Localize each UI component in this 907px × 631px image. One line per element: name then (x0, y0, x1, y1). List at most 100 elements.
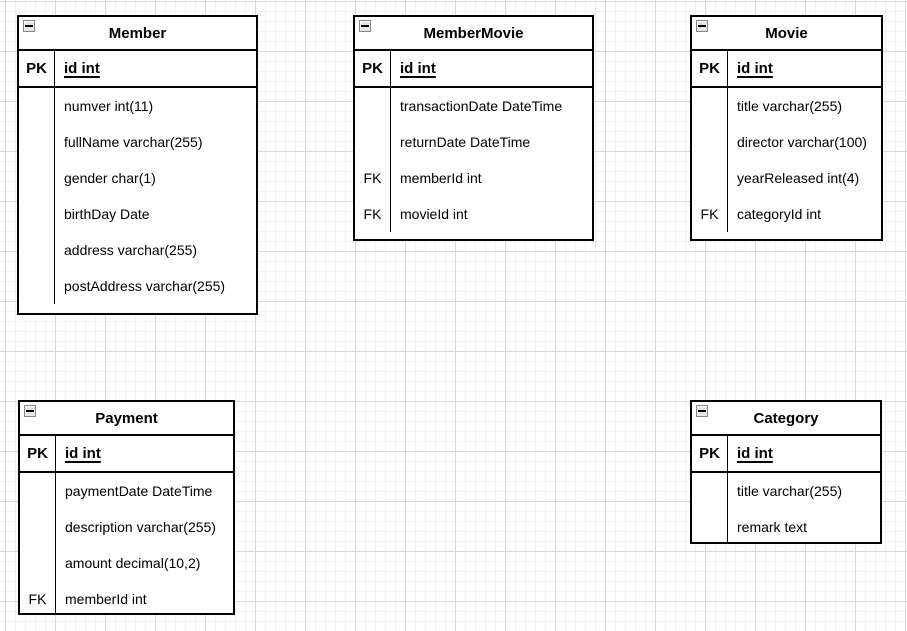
row-field-cell: id int (737, 445, 773, 462)
collapse-icon[interactable] (696, 20, 708, 32)
row-key-cell: PK (19, 51, 55, 86)
table-row-field[interactable]: FK memberId int (355, 160, 592, 196)
minus-glyph (698, 410, 706, 412)
row-field-cell: id int (400, 60, 436, 77)
row-key-cell (692, 124, 728, 160)
table-row-field[interactable]: FK memberId int (20, 581, 233, 613)
row-key-cell: PK (20, 436, 56, 471)
row-key-cell: FK (355, 196, 391, 232)
table-row-field[interactable]: title varchar(255) (692, 88, 881, 124)
row-field-cell: description varchar(255) (65, 519, 216, 535)
row-field-cell: title varchar(255) (737, 483, 843, 499)
table-row-field[interactable]: amount decimal(10,2) (20, 545, 233, 581)
table-row-pk[interactable]: PK id int (20, 436, 233, 473)
table-row-pk[interactable]: PK id int (692, 51, 881, 88)
row-field-cell: gender char(1) (64, 170, 156, 186)
row-field-cell: postAddress varchar(255) (64, 278, 226, 294)
table-row-field[interactable]: transactionDate DateTime (355, 88, 592, 124)
table-row-field[interactable]: paymentDate DateTime (20, 473, 233, 509)
table-row-field[interactable]: title varchar(255) (692, 473, 880, 509)
row-key-cell (692, 88, 728, 124)
row-key-cell (20, 473, 56, 509)
table-title: MemberMovie (423, 24, 524, 42)
table-row-field[interactable]: postAddress varchar(255) (19, 268, 256, 304)
row-field-cell: memberId int (65, 591, 147, 607)
table-row-field[interactable]: returnDate DateTime (355, 124, 592, 160)
row-field-cell: id int (737, 60, 773, 77)
row-key-cell (19, 196, 55, 232)
row-field-cell: memberId int (400, 170, 482, 186)
row-key-cell (19, 268, 55, 304)
row-field-cell: id int (64, 60, 100, 77)
minus-glyph (698, 25, 706, 27)
table-header[interactable]: Payment (20, 402, 233, 436)
table-title: Payment (95, 409, 158, 427)
table-row-pk[interactable]: PK id int (692, 436, 880, 473)
minus-glyph (25, 25, 33, 27)
row-field-cell: title varchar(255) (737, 98, 843, 114)
row-key-cell (692, 473, 728, 509)
table-row-field[interactable]: address varchar(255) (19, 232, 256, 268)
row-field-cell: paymentDate DateTime (65, 483, 213, 499)
table-title: Category (753, 409, 819, 427)
row-field-cell: movieId int (400, 206, 468, 222)
row-key-cell: PK (692, 51, 728, 86)
table-title: Member (108, 24, 167, 42)
row-field-cell: numver int(11) (64, 98, 154, 114)
table-row-field[interactable]: director varchar(100) (692, 124, 881, 160)
row-field-cell: returnDate DateTime (400, 134, 531, 150)
table-header[interactable]: Movie (692, 17, 881, 51)
row-field-cell: fullName varchar(255) (64, 134, 203, 150)
row-key-cell: FK (20, 581, 56, 613)
row-key-cell (355, 88, 391, 124)
row-field-cell: director varchar(100) (737, 134, 867, 150)
collapse-icon[interactable] (23, 20, 35, 32)
table-row-field[interactable]: numver int(11) (19, 88, 256, 124)
row-key-cell (355, 124, 391, 160)
collapse-icon[interactable] (24, 405, 36, 417)
table-row-field[interactable]: remark text (692, 509, 880, 542)
table-row-field[interactable]: gender char(1) (19, 160, 256, 196)
table-row-field[interactable]: fullName varchar(255) (19, 124, 256, 160)
table-row-field[interactable]: FK movieId int (355, 196, 592, 232)
table-row-field[interactable]: FK categoryId int (692, 196, 881, 232)
row-field-cell: id int (65, 445, 101, 462)
row-field-cell: yearReleased int(4) (737, 170, 860, 186)
row-field-cell: remark text (737, 519, 808, 535)
row-field-cell: amount decimal(10,2) (65, 555, 201, 571)
row-key-cell: PK (355, 51, 391, 86)
row-key-cell (19, 124, 55, 160)
table-row-field[interactable]: description varchar(255) (20, 509, 233, 545)
row-key-cell (19, 88, 55, 124)
row-key-cell (19, 232, 55, 268)
table-header[interactable]: Category (692, 402, 880, 436)
collapse-icon[interactable] (696, 405, 708, 417)
table-row-field[interactable]: yearReleased int(4) (692, 160, 881, 196)
table-header[interactable]: MemberMovie (355, 17, 592, 51)
row-key-cell (20, 545, 56, 581)
row-key-cell: FK (355, 160, 391, 196)
table-row-pk[interactable]: PK id int (355, 51, 592, 88)
row-key-cell (19, 160, 55, 196)
row-field-cell: address varchar(255) (64, 242, 198, 258)
row-key-cell (692, 509, 728, 542)
row-field-cell: birthDay Date (64, 206, 150, 222)
row-key-cell (20, 509, 56, 545)
row-field-cell: categoryId int (737, 206, 822, 222)
table-header[interactable]: Member (19, 17, 256, 51)
row-key-cell (692, 160, 728, 196)
table-row-pk[interactable]: PK id int (19, 51, 256, 88)
collapse-icon[interactable] (359, 20, 371, 32)
minus-glyph (26, 410, 34, 412)
row-key-cell: FK (692, 196, 728, 232)
row-field-cell: transactionDate DateTime (400, 98, 563, 114)
row-key-cell: PK (692, 436, 728, 471)
table-title: Movie (765, 24, 808, 42)
table-row-field[interactable]: birthDay Date (19, 196, 256, 232)
